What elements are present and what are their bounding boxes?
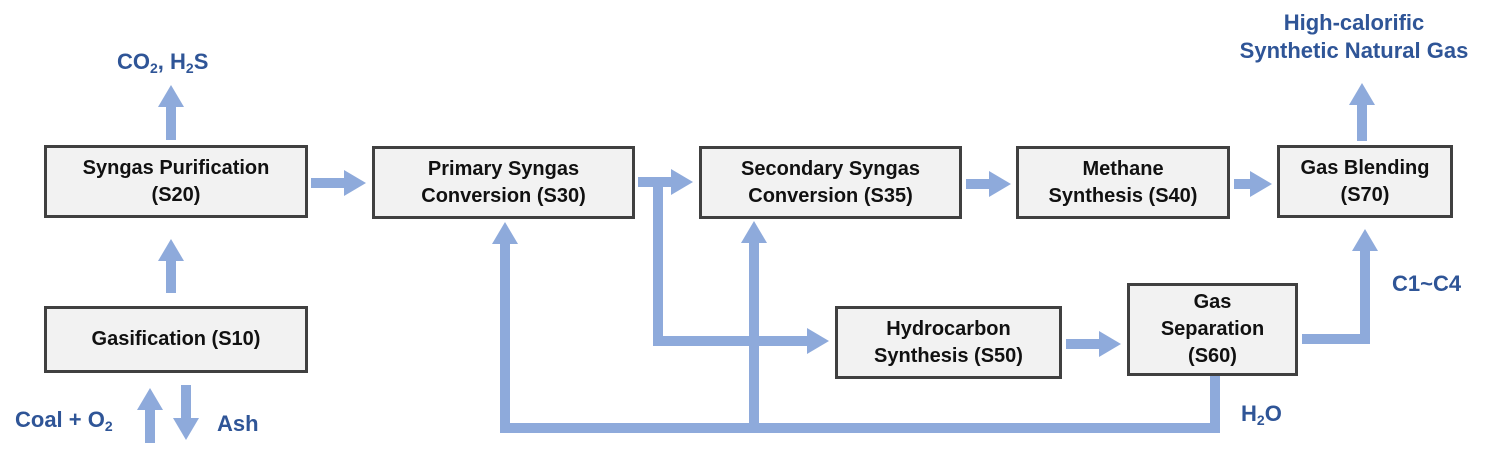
box-s35-line1: Secondary Syngas [741,157,920,180]
box-s20-line1: Syngas Purification [82,156,270,179]
box-s35-line2: Conversion (S35) [748,184,913,207]
box-s30-line1: Primary Syngas [427,157,580,180]
label-co2-subscript: 2 [150,60,158,76]
label-h2o-suffix: O [1264,401,1282,426]
label-h2o: H2O [1241,400,1282,428]
label-ash: Ash [217,411,259,436]
label-coal-text: Coal + O [15,407,105,432]
box-s40-line1: Methane [1082,157,1164,180]
box-s60-line1: Gas [1193,291,1232,313]
label-c1-c4: C1~C4 [1392,271,1462,296]
box-s50-line2: Synthesis (S50) [874,344,1023,367]
box-s70-line1: Gas Blending [1300,156,1430,179]
label-h2s-subscript: 2 [185,60,194,76]
box-s60-line2: Separation [1160,318,1265,340]
box-secondary-syngas-conversion-s35: Secondary Syngas Conversion (S35) [699,146,962,219]
box-syngas-purification-s20: Syngas Purification (S20) [44,145,308,218]
box-s70-line2: (S70) [1340,183,1390,206]
label-sng-line2: Synthetic Natural Gas [1239,38,1469,63]
arrow-s60-to-s70 [1302,229,1379,344]
box-s30-line2: Conversion (S30) [421,184,586,207]
box-hydrocarbon-synthesis-s50: Hydrocarbon Synthesis (S50) [835,306,1062,379]
box-gas-blending-s70: Gas Blending (S70) [1277,145,1453,218]
box-primary-syngas-conversion-s30: Primary Syngas Conversion (S30) [372,146,635,219]
box-s50-line1: Hydrocarbon [886,317,1011,340]
box-s10-line1: Gasification (S10) [91,328,261,350]
label-co2-h2s: CO2, H2S [117,48,208,76]
label-sng-line1: High-calorific [1283,10,1425,35]
label-h2o-subscript: 2 [1256,412,1265,428]
label-sng: High-calorific Synthetic Natural Gas [1222,9,1486,65]
label-h2o-text: H [1241,401,1257,426]
box-methane-synthesis-s40: Methane Synthesis (S40) [1016,146,1230,219]
box-gas-separation-s60: Gas Separation (S60) [1127,283,1298,376]
arrow-recycle-to-s30 [492,222,1220,433]
box-s20-line2: (S20) [151,183,201,206]
label-coal-subscript: 2 [104,418,113,434]
label-co2-text: CO [117,49,150,74]
box-s60-line3: (S60) [1188,345,1237,367]
label-h2s-suffix: S [193,49,209,74]
box-s40-line2: Synthesis (S40) [1048,184,1198,207]
label-h2s-text: , H [157,49,186,74]
label-coal-o2: Coal + O2 [15,406,113,434]
box-gasification-s10: Gasification (S10) [44,306,308,373]
